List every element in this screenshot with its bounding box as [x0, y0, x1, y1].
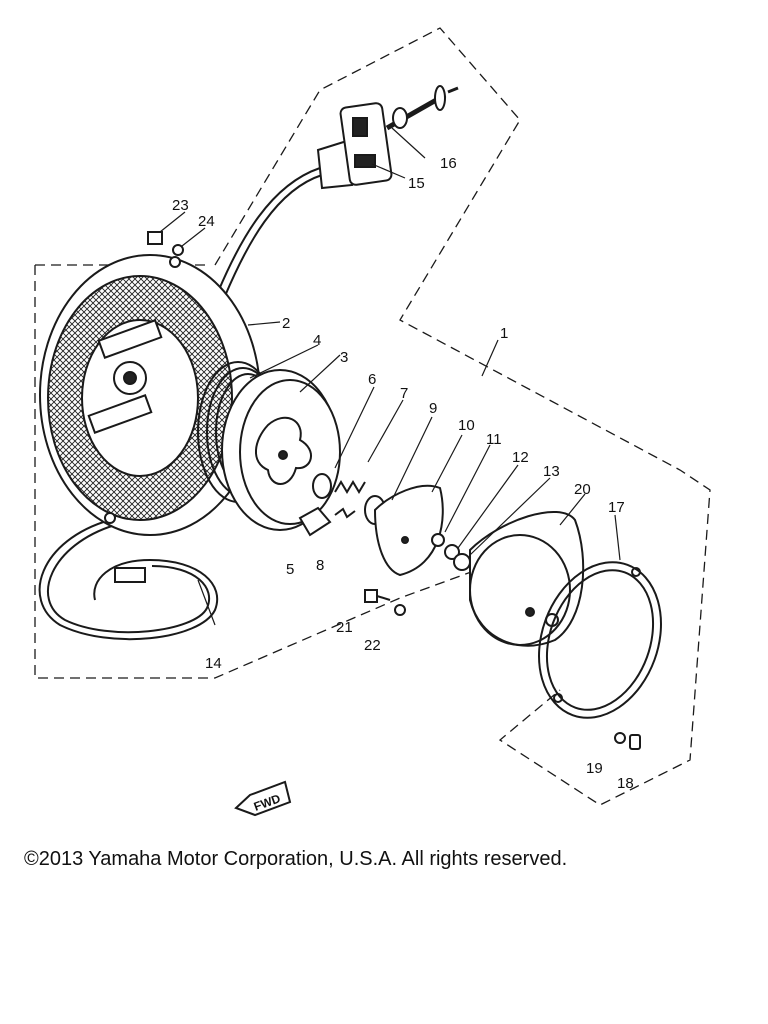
cable-loop	[38, 519, 219, 641]
part-label-8: 8	[316, 557, 324, 574]
fwd-arrow: FWD	[234, 780, 292, 817]
part-label-4: 4	[313, 332, 321, 349]
part-label-14: 14	[205, 655, 222, 672]
copyright-notice: ©2013 Yamaha Motor Corporation, U.S.A. A…	[24, 848, 568, 870]
housing-cover	[39, 254, 261, 536]
exploded-parts-diagram: FWD 1 2 3 4 5 6 7 8 9 10 11 12 13 14 15 …	[34, 27, 711, 817]
part-label-7: 7	[400, 385, 408, 402]
part-label-11: 11	[486, 431, 502, 448]
part-label-5: 5	[286, 561, 294, 578]
switch-housing	[316, 85, 459, 190]
part-label-21: 21	[336, 619, 353, 636]
part-label-18: 18	[617, 775, 634, 792]
part-label-6: 6	[368, 371, 376, 388]
part-labels: 1 2 3 4 5 6 7 8 9 10 11 12 13 14 15 16 1…	[172, 155, 634, 792]
part-label-2: 2	[282, 315, 290, 332]
upper-cable	[217, 167, 323, 297]
part-label-24: 24	[198, 213, 215, 230]
part-label-17: 17	[608, 499, 625, 516]
bolts-washers	[147, 231, 641, 750]
small-parts	[298, 473, 386, 537]
part-label-22: 22	[364, 637, 381, 654]
part-label-9: 9	[429, 400, 437, 417]
part-label-23: 23	[172, 197, 189, 214]
part-label-1: 1	[500, 325, 508, 342]
part-label-20: 20	[574, 481, 591, 498]
starter-cup	[469, 511, 585, 647]
part-label-15: 15	[408, 175, 425, 192]
part-label-10: 10	[458, 417, 475, 434]
leader-lines	[159, 127, 621, 626]
friction-plate	[373, 484, 471, 577]
part-label-12: 12	[512, 449, 529, 466]
gasket-ring	[538, 561, 662, 719]
part-label-19: 19	[586, 760, 603, 777]
rope-pulley	[221, 369, 341, 531]
part-label-3: 3	[340, 349, 348, 366]
part-label-16: 16	[440, 155, 457, 172]
part-label-13: 13	[543, 463, 560, 480]
